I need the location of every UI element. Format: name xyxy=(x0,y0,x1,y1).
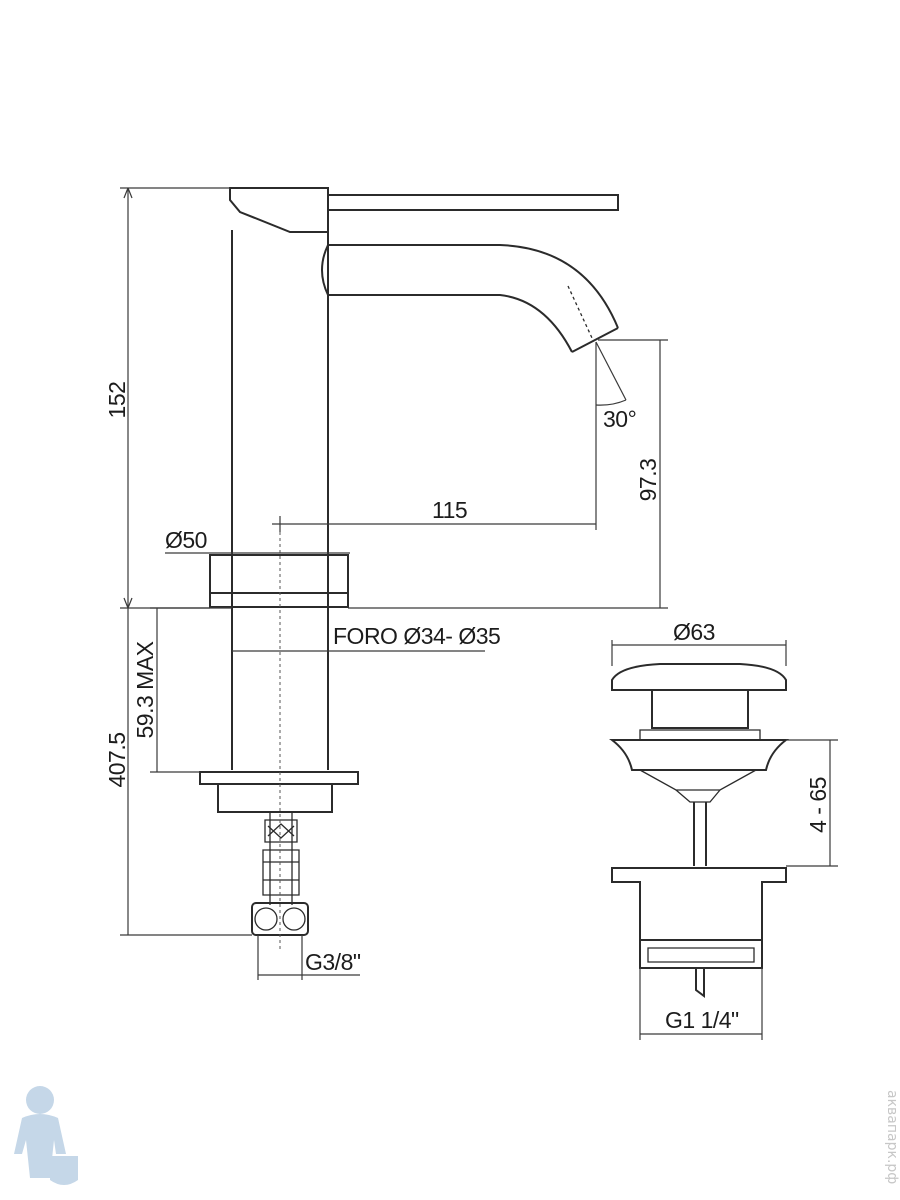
faucet-body xyxy=(199,187,619,936)
dim-spout-reach: 115 xyxy=(432,497,467,523)
dim-spout-height: 97.3 xyxy=(635,459,661,502)
dim-spout-angle: 30° xyxy=(603,406,636,432)
dim-waste-diameter: Ø63 xyxy=(673,619,715,645)
dim-base-diameter: Ø50 xyxy=(165,527,207,553)
dim-mounting-hole: FORO Ø34- Ø35 xyxy=(333,623,500,649)
dim-overall-height: 152 xyxy=(104,382,130,419)
watermark-text: аквапарк.рф xyxy=(884,1090,900,1184)
dim-waste-thread: G1 1/4" xyxy=(665,1007,739,1033)
waste-dimension-lines xyxy=(611,640,838,1040)
dim-hose-length: 407.5 xyxy=(104,732,130,787)
plumber-mascot-icon xyxy=(14,1086,78,1185)
dim-deck-thickness: 59.3 MAX xyxy=(132,641,158,738)
faucet-dimension-lines xyxy=(120,187,668,980)
dim-hose-thread: G3/8" xyxy=(305,949,361,975)
dim-waste-range: 4 - 65 xyxy=(805,777,831,833)
pop-up-waste xyxy=(609,663,789,998)
